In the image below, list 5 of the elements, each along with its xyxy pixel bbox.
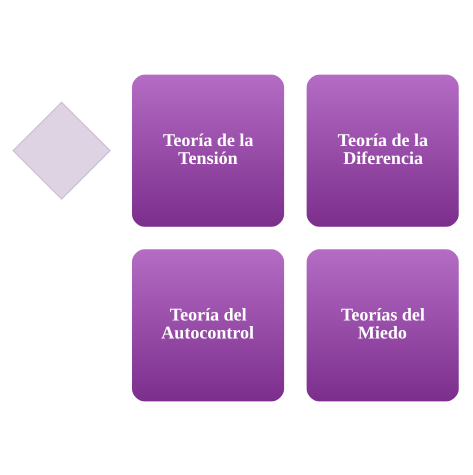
node-diamond xyxy=(12,100,111,200)
node-box: Teoría de la Diferencia xyxy=(304,72,461,228)
node-box: Teoría del Autocontrol xyxy=(130,246,286,404)
node-box: Teorías del Miedo xyxy=(304,246,461,404)
node-box: Teoría de la Tensión xyxy=(130,72,286,228)
